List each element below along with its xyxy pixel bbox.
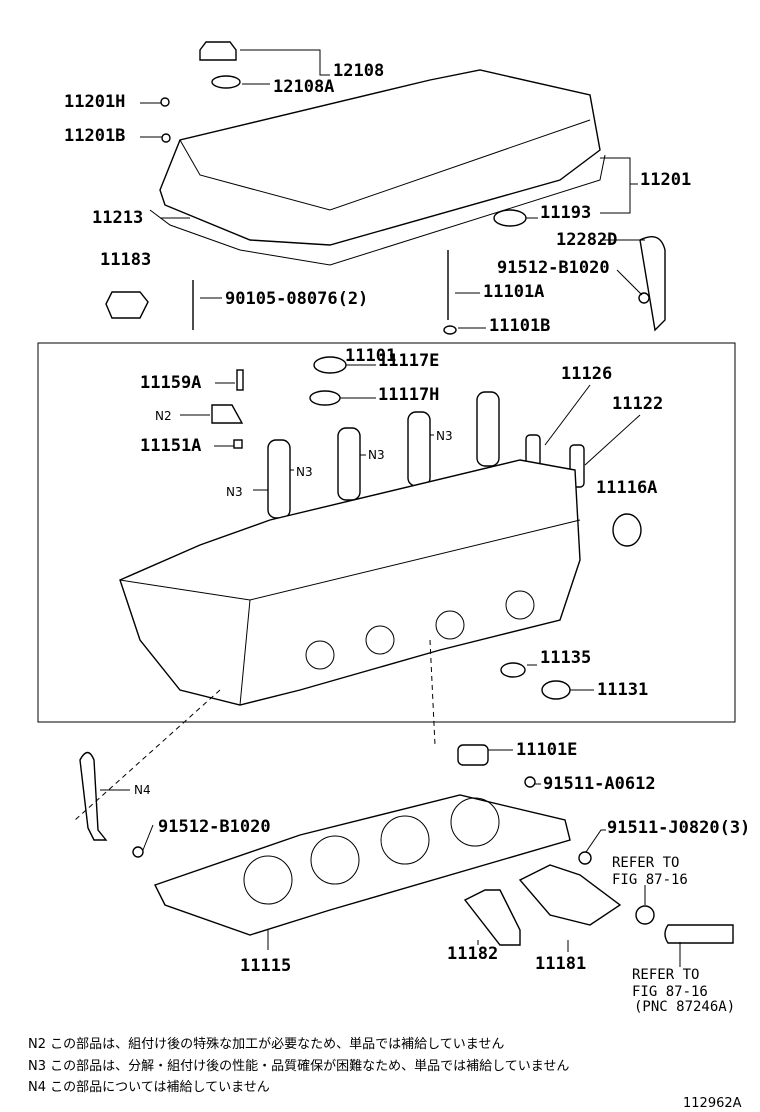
label-91511-j0820: 91511-J0820(3) bbox=[607, 818, 750, 838]
label-11126: 11126 bbox=[561, 364, 612, 384]
label-11122: 11122 bbox=[612, 394, 663, 414]
seal-11135 bbox=[500, 662, 526, 678]
seal-11117h bbox=[309, 390, 341, 406]
cylinder-head-group-box bbox=[37, 342, 736, 723]
label-11101: 11101 bbox=[345, 346, 396, 366]
note-n4: N4 この部品については補給していません bbox=[28, 1080, 270, 1095]
label-12108: 12108 bbox=[333, 61, 384, 81]
label-11181: 11181 bbox=[535, 954, 586, 974]
label-11159a: 11159A bbox=[140, 373, 201, 393]
seal-11193 bbox=[493, 209, 527, 227]
cap-gasket bbox=[211, 75, 241, 89]
marker-n3: N3 bbox=[226, 485, 243, 499]
label-91512-b1020-2: 91512-B1020 bbox=[158, 817, 271, 837]
bolt-11201h bbox=[160, 97, 170, 107]
label-11182: 11182 bbox=[447, 944, 498, 964]
head-gasket bbox=[154, 794, 571, 936]
hose-clamp bbox=[635, 905, 655, 925]
part-labels: 12108 12108A 11201H 11201B 11201 11213 1… bbox=[64, 61, 750, 1015]
label-11101a: 11101A bbox=[483, 282, 544, 302]
cap-n2 bbox=[211, 404, 244, 424]
label-11101e: 11101E bbox=[516, 740, 577, 760]
label-90105-08076: 90105-08076(2) bbox=[225, 289, 368, 309]
sleeve-n3-2 bbox=[337, 427, 361, 501]
marker-n2: N2 bbox=[155, 409, 172, 423]
plug-11116a bbox=[612, 513, 642, 547]
label-91512-b1020: 91512-B1020 bbox=[497, 258, 610, 278]
marker-n3: N3 bbox=[296, 465, 313, 479]
marker-n4: N4 bbox=[134, 783, 151, 797]
label-12108a: 12108A bbox=[273, 77, 334, 97]
note-n3: N3 この部品は、分解・組付け後の性能・品質確保が困難なため、単品では補給してい… bbox=[28, 1058, 569, 1074]
label-11116a: 11116A bbox=[596, 478, 657, 498]
refer-to-1-line2: FIG 87-16 bbox=[612, 872, 688, 888]
label-11131: 11131 bbox=[597, 680, 648, 700]
bolt-11159a bbox=[236, 369, 244, 391]
bolt-91512-2 bbox=[132, 846, 144, 858]
sensor-11101e bbox=[457, 744, 489, 766]
dashed-line-11101e bbox=[429, 639, 436, 746]
label-11117h: 11117H bbox=[378, 385, 439, 405]
dashed-line-n4 bbox=[74, 689, 221, 821]
refer-to-2-line1: REFER TO bbox=[632, 967, 699, 983]
hose bbox=[664, 924, 734, 944]
seal-11131 bbox=[541, 680, 571, 700]
label-11201: 11201 bbox=[640, 170, 691, 190]
label-12282d: 12282D bbox=[556, 230, 617, 250]
hook-n4 bbox=[79, 751, 108, 841]
sleeve-n3-4 bbox=[476, 391, 500, 467]
plug-11183 bbox=[105, 291, 149, 319]
sleeve-n3-3 bbox=[407, 411, 431, 487]
leader-lines bbox=[100, 49, 681, 967]
washer-11101b bbox=[443, 325, 457, 335]
bolt-91511-a bbox=[524, 776, 536, 788]
label-91511-a0612: 91511-A0612 bbox=[543, 774, 656, 794]
label-11193: 11193 bbox=[540, 203, 591, 223]
label-11115: 11115 bbox=[240, 956, 291, 976]
refer-to-1-line1: REFER TO bbox=[612, 855, 679, 871]
refer-to-2-line3: (PNC 87246A) bbox=[634, 999, 735, 1015]
label-11201b: 11201B bbox=[64, 126, 125, 146]
nut-11201b bbox=[161, 133, 171, 143]
bolt-91512 bbox=[638, 292, 650, 304]
marker-n3: N3 bbox=[436, 429, 453, 443]
label-11101b: 11101B bbox=[489, 316, 550, 336]
cylinder-head bbox=[119, 459, 581, 706]
bracket-12282d bbox=[639, 236, 666, 332]
gasket-11182 bbox=[463, 889, 521, 946]
label-11201h: 11201H bbox=[64, 92, 125, 112]
label-11151a: 11151A bbox=[140, 436, 201, 456]
sleeve-n3-1 bbox=[267, 439, 291, 519]
water-outlet-11181 bbox=[518, 864, 622, 926]
bolt-91511-j bbox=[578, 851, 592, 865]
figure-code: 112962A bbox=[683, 1096, 742, 1111]
cylinder-head-cover bbox=[149, 69, 606, 266]
pin-11151a bbox=[233, 439, 243, 449]
note-n2: N2 この部品は、組付け後の特殊な加工が必要なため、単品では補給していません bbox=[28, 1036, 504, 1052]
marker-n3: N3 bbox=[368, 448, 385, 462]
label-11135: 11135 bbox=[540, 648, 591, 668]
oil-filler-cap bbox=[199, 41, 237, 61]
label-11183: 11183 bbox=[100, 250, 151, 270]
plug-11117e bbox=[313, 356, 347, 374]
label-11213: 11213 bbox=[92, 208, 143, 228]
refer-to-2-line2: FIG 87-16 bbox=[632, 984, 708, 1000]
label-11117e: 11117E bbox=[378, 351, 439, 371]
